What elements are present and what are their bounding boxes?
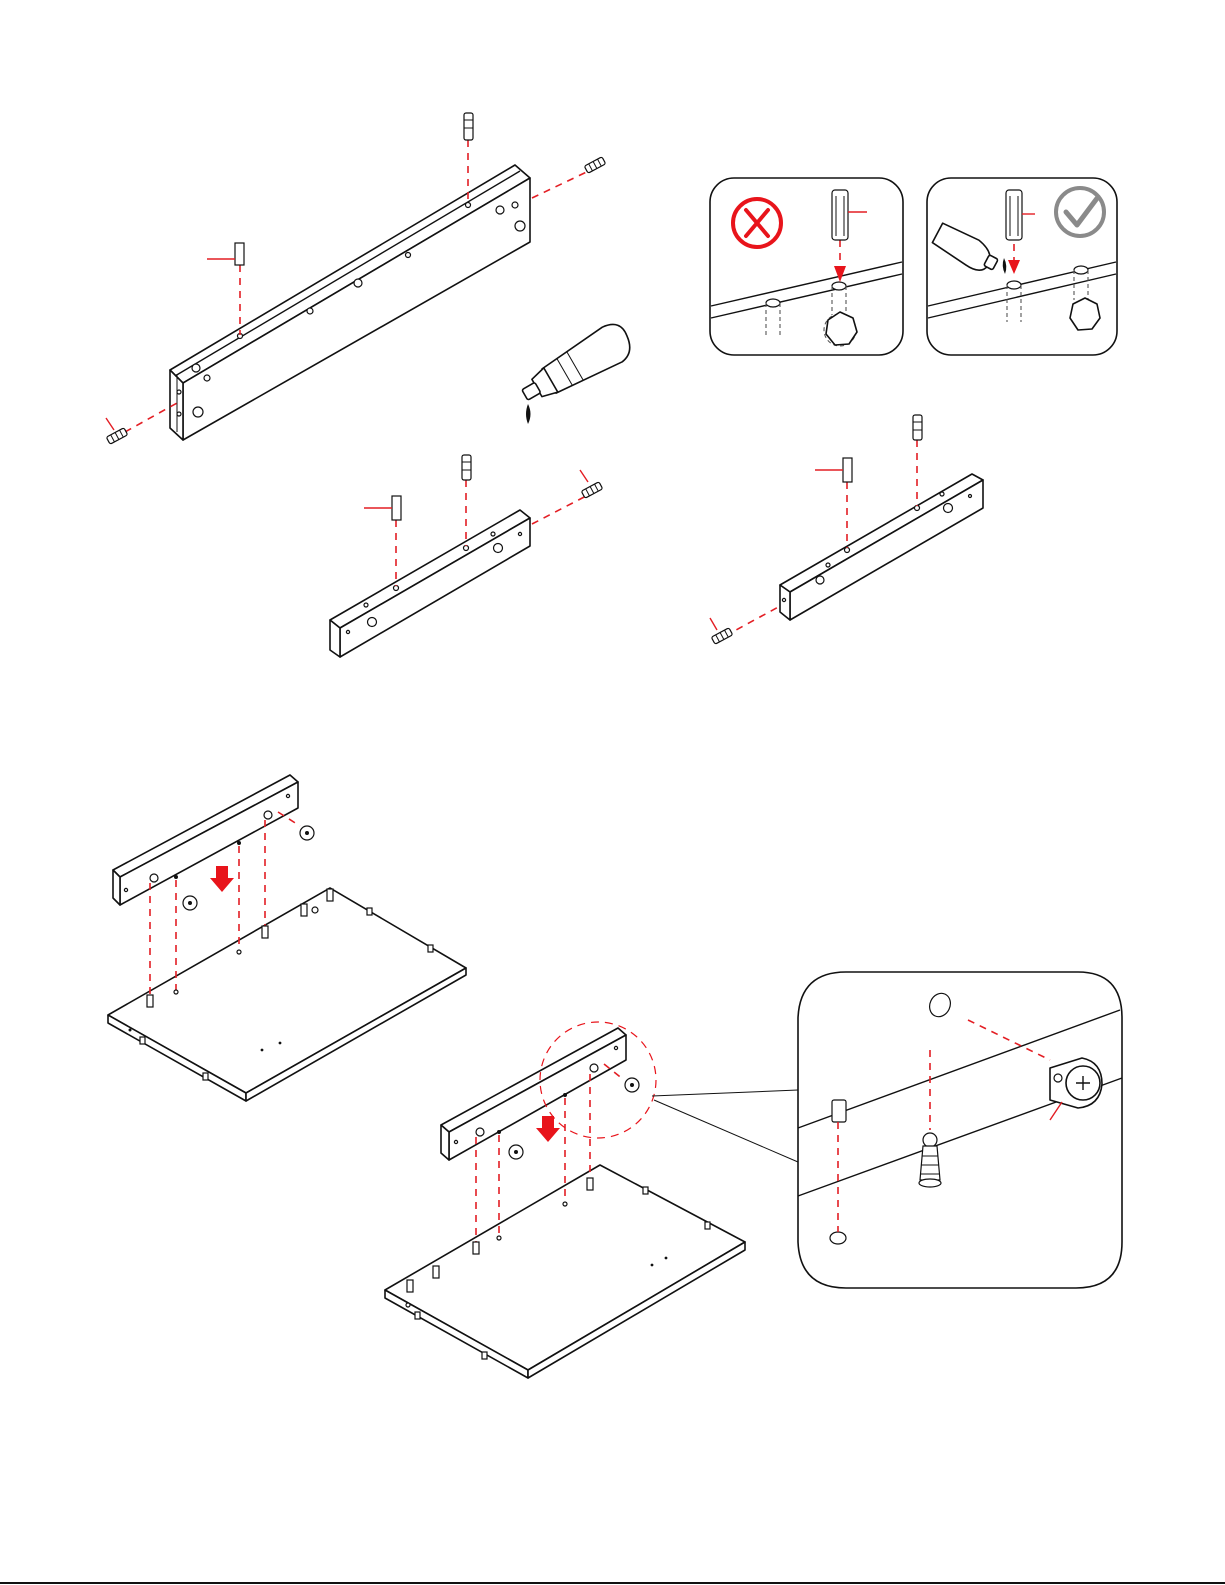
part-leader [106,418,114,430]
glue-bottle-icon [515,318,638,412]
short-rail-left [330,455,603,657]
long-rail-hole [515,221,525,231]
long-rail-hole [406,253,411,258]
short-rail-right [710,415,983,644]
threaded-bolt [106,428,127,444]
long-rail-board [183,178,530,440]
glue-inset-wrong [710,178,903,355]
glue-drop [526,404,531,424]
long-rail-hole [193,407,203,417]
glue-inset-right [927,178,1117,355]
threaded-bolt [711,628,732,644]
long-rail-end-hole [177,390,181,394]
wood-dowel [235,243,244,265]
rail-on-board-step-1 [108,775,466,1101]
down-arrow-icon [536,1116,560,1142]
cam-lock-detail-zoom [798,972,1122,1288]
cam-lock-nut [1050,1058,1102,1108]
long-rail-hole [192,364,200,372]
threaded-bolt [581,482,602,498]
long-rail-hole [307,308,313,314]
long-rail-hole [512,202,518,208]
long-rail-end-hole [177,412,181,416]
long-rail-hole [204,375,210,381]
long-rail-hole [496,206,504,214]
guide-line [532,168,595,198]
threaded-dowel [464,113,473,140]
threaded-bolt [584,157,605,173]
down-arrow-icon [210,866,234,892]
rail-on-board-step-2 [385,1022,798,1378]
long-rail-hole [466,203,471,208]
long-rail-hole [354,279,362,287]
